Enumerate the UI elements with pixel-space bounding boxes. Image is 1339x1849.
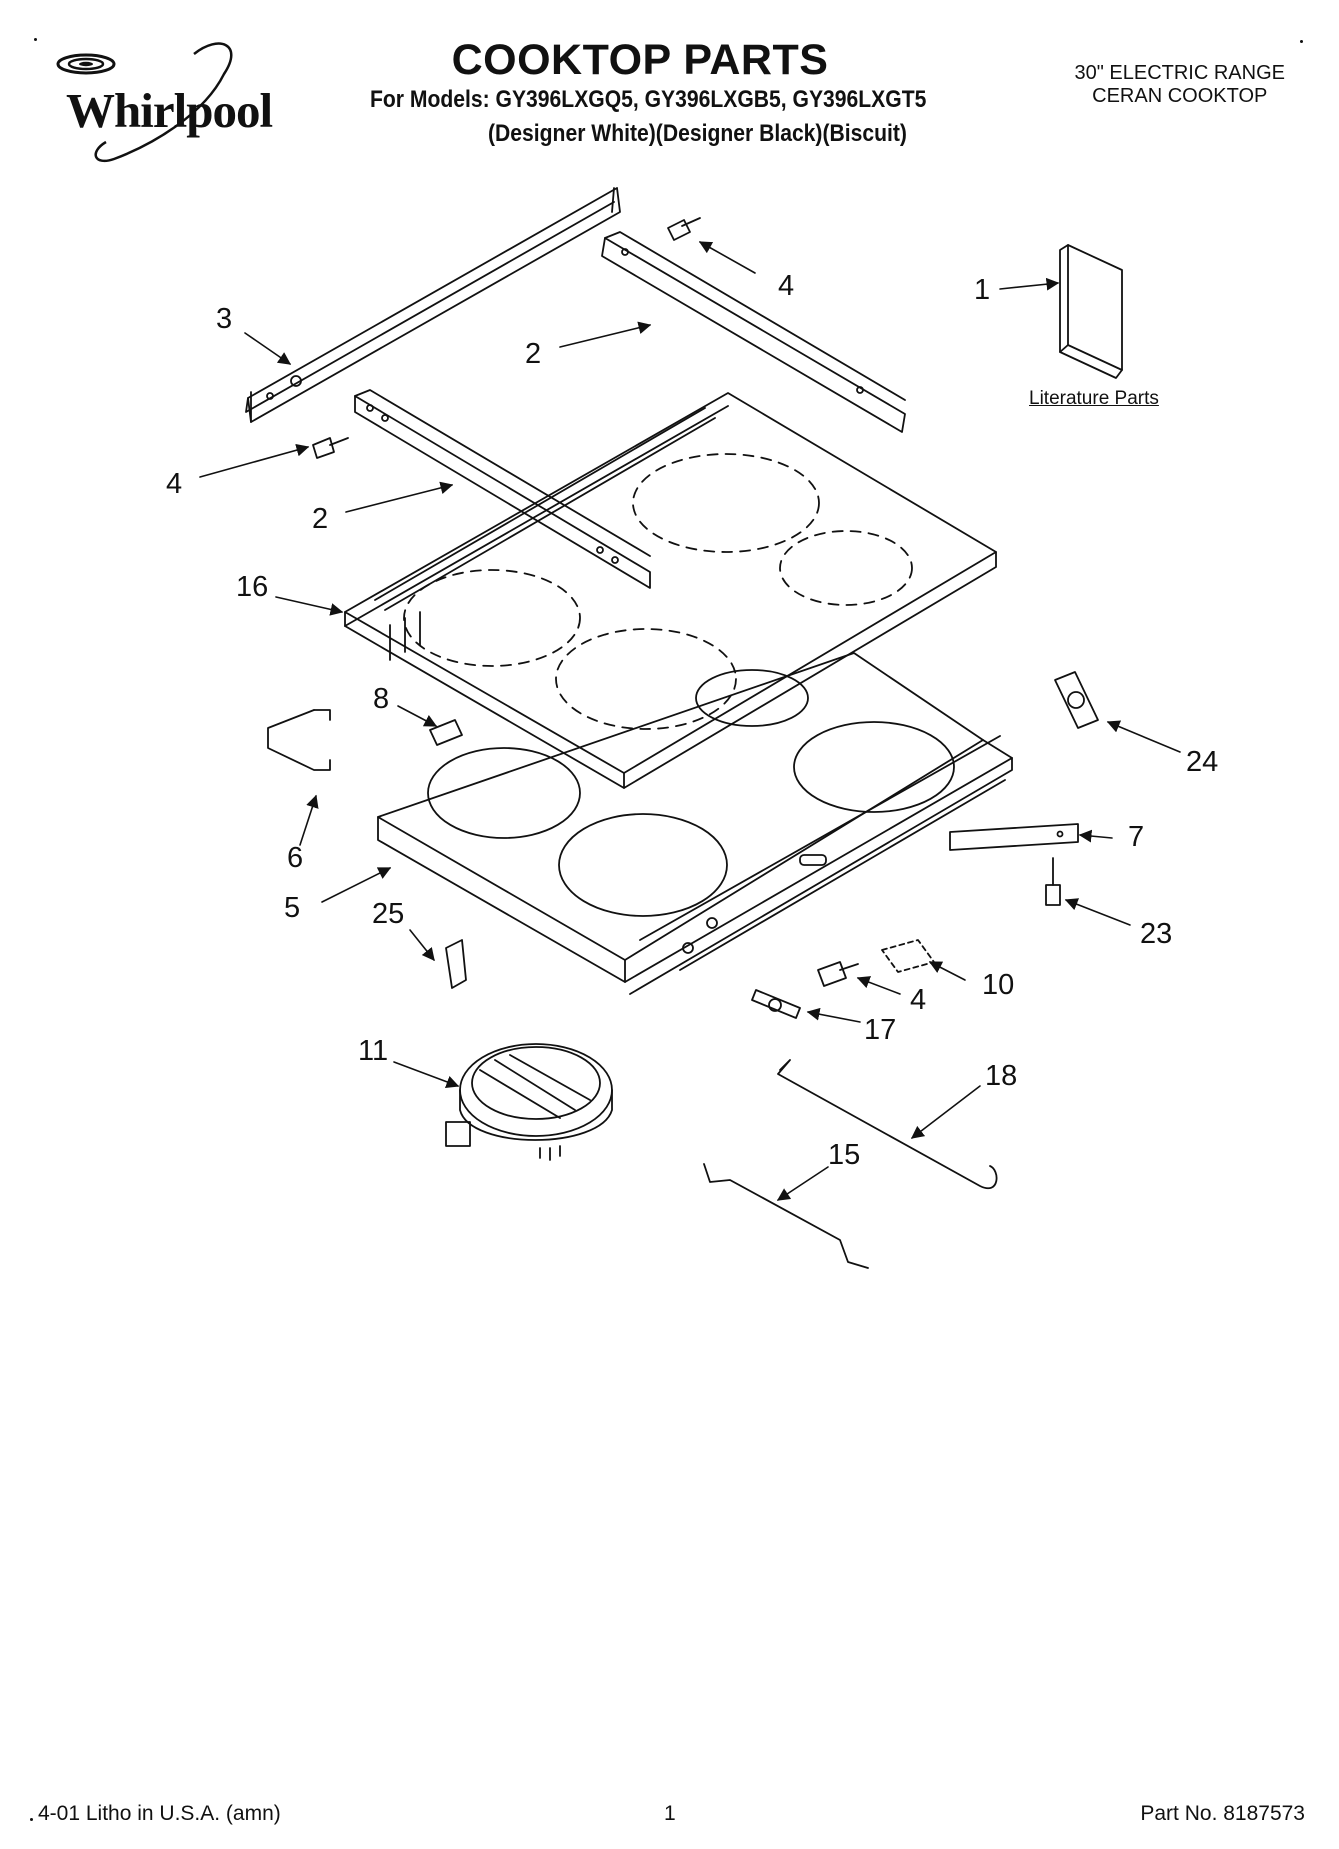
callout-6: 6 [287, 842, 304, 874]
leader-4c [856, 976, 901, 995]
callout-18: 18 [985, 1060, 1018, 1092]
litho-note: 4-01 Litho in U.S.A. (amn) [38, 1802, 281, 1825]
callout-16: 16 [236, 571, 269, 603]
callout-4-top: 4 [778, 270, 795, 302]
leader-4b [199, 443, 310, 478]
leader-16 [275, 596, 344, 616]
part-4-screw-left [312, 437, 349, 459]
callout-4-lower: 4 [910, 984, 927, 1016]
part-7-trim [949, 823, 1079, 851]
callout-2-lower: 2 [312, 503, 329, 535]
part-number: Part No. 8187573 [1140, 1802, 1305, 1825]
part-25-clip [445, 939, 467, 989]
part-6-clip [267, 709, 331, 771]
part-23-screw [1045, 857, 1061, 906]
registration-dot [30, 1818, 33, 1821]
leader-2a [559, 321, 652, 348]
page-title: COOKTOP PARTS [451, 36, 829, 84]
model-list: For Models: GY396LXGQ5, GY396LXGB5, GY39… [370, 86, 927, 113]
registration-dot [34, 38, 37, 41]
callout-23: 23 [1140, 918, 1173, 950]
part-2-rail-lower [354, 389, 651, 589]
leader-3 [244, 332, 292, 365]
callout-7: 7 [1128, 821, 1145, 853]
part-1-literature [1059, 244, 1123, 379]
callout-25: 25 [372, 898, 405, 930]
range-description: 30" ELECTRIC RANGE CERAN COOKTOP [1075, 62, 1286, 108]
model-variants: (Designer White)(Designer Black)(Biscuit… [488, 120, 907, 147]
callout-3: 3 [216, 303, 233, 335]
leader-10 [928, 961, 966, 981]
page-number: 1 [664, 1802, 676, 1825]
part-5-burner-box [377, 652, 1013, 995]
leader-4a [698, 241, 756, 274]
leader-18 [910, 1085, 981, 1139]
leader-6 [299, 794, 319, 846]
literature-parts-label: Literature Parts [1029, 388, 1159, 409]
part-4-screw-lower [817, 961, 859, 987]
callout-15: 15 [828, 1139, 861, 1171]
callout-8: 8 [373, 683, 390, 715]
part-18-wire [777, 1059, 998, 1190]
leader-8 [397, 705, 438, 727]
callout-24: 24 [1186, 746, 1219, 778]
leader-7 [1078, 829, 1113, 843]
callout-1: 1 [974, 274, 991, 306]
part-24-limiter [1054, 671, 1099, 729]
leader-25 [409, 929, 435, 961]
leader-1 [999, 277, 1060, 291]
range-line-2: CERAN COOKTOP [1092, 85, 1268, 107]
callout-5: 5 [284, 892, 301, 924]
part-15-wire [703, 1163, 869, 1269]
part-11-radiant-element [445, 1043, 613, 1161]
whirlpool-swirl-icon [56, 42, 233, 162]
callout-10: 10 [982, 969, 1015, 1001]
leader-lines [199, 241, 1181, 1201]
leader-23 [1064, 898, 1131, 926]
part-16-ceran-cooktop [344, 392, 997, 789]
leader-2b [345, 481, 454, 513]
leader-24 [1106, 720, 1181, 753]
part-4-screw-top [667, 217, 701, 241]
leader-11 [393, 1061, 460, 1088]
registration-dot [1300, 40, 1303, 43]
part-2-rail-upper [601, 231, 906, 433]
callout-17: 17 [864, 1014, 897, 1046]
callout-2-upper: 2 [525, 338, 542, 370]
callout-4-left: 4 [166, 468, 183, 500]
brand-wordmark: Whirlpool [66, 83, 273, 138]
whirlpool-logo: Whirlpool [44, 34, 284, 184]
part-8-small-clip [429, 719, 463, 746]
range-line-1: 30" ELECTRIC RANGE [1074, 62, 1286, 84]
leader-17 [806, 1007, 861, 1023]
part-17-sensor [751, 989, 801, 1019]
callout-11: 11 [358, 1035, 389, 1067]
part-3-rear-bracket [245, 187, 621, 423]
leader-15 [776, 1166, 829, 1201]
leader-5 [321, 867, 392, 903]
part-10-terminal-block [881, 939, 935, 973]
